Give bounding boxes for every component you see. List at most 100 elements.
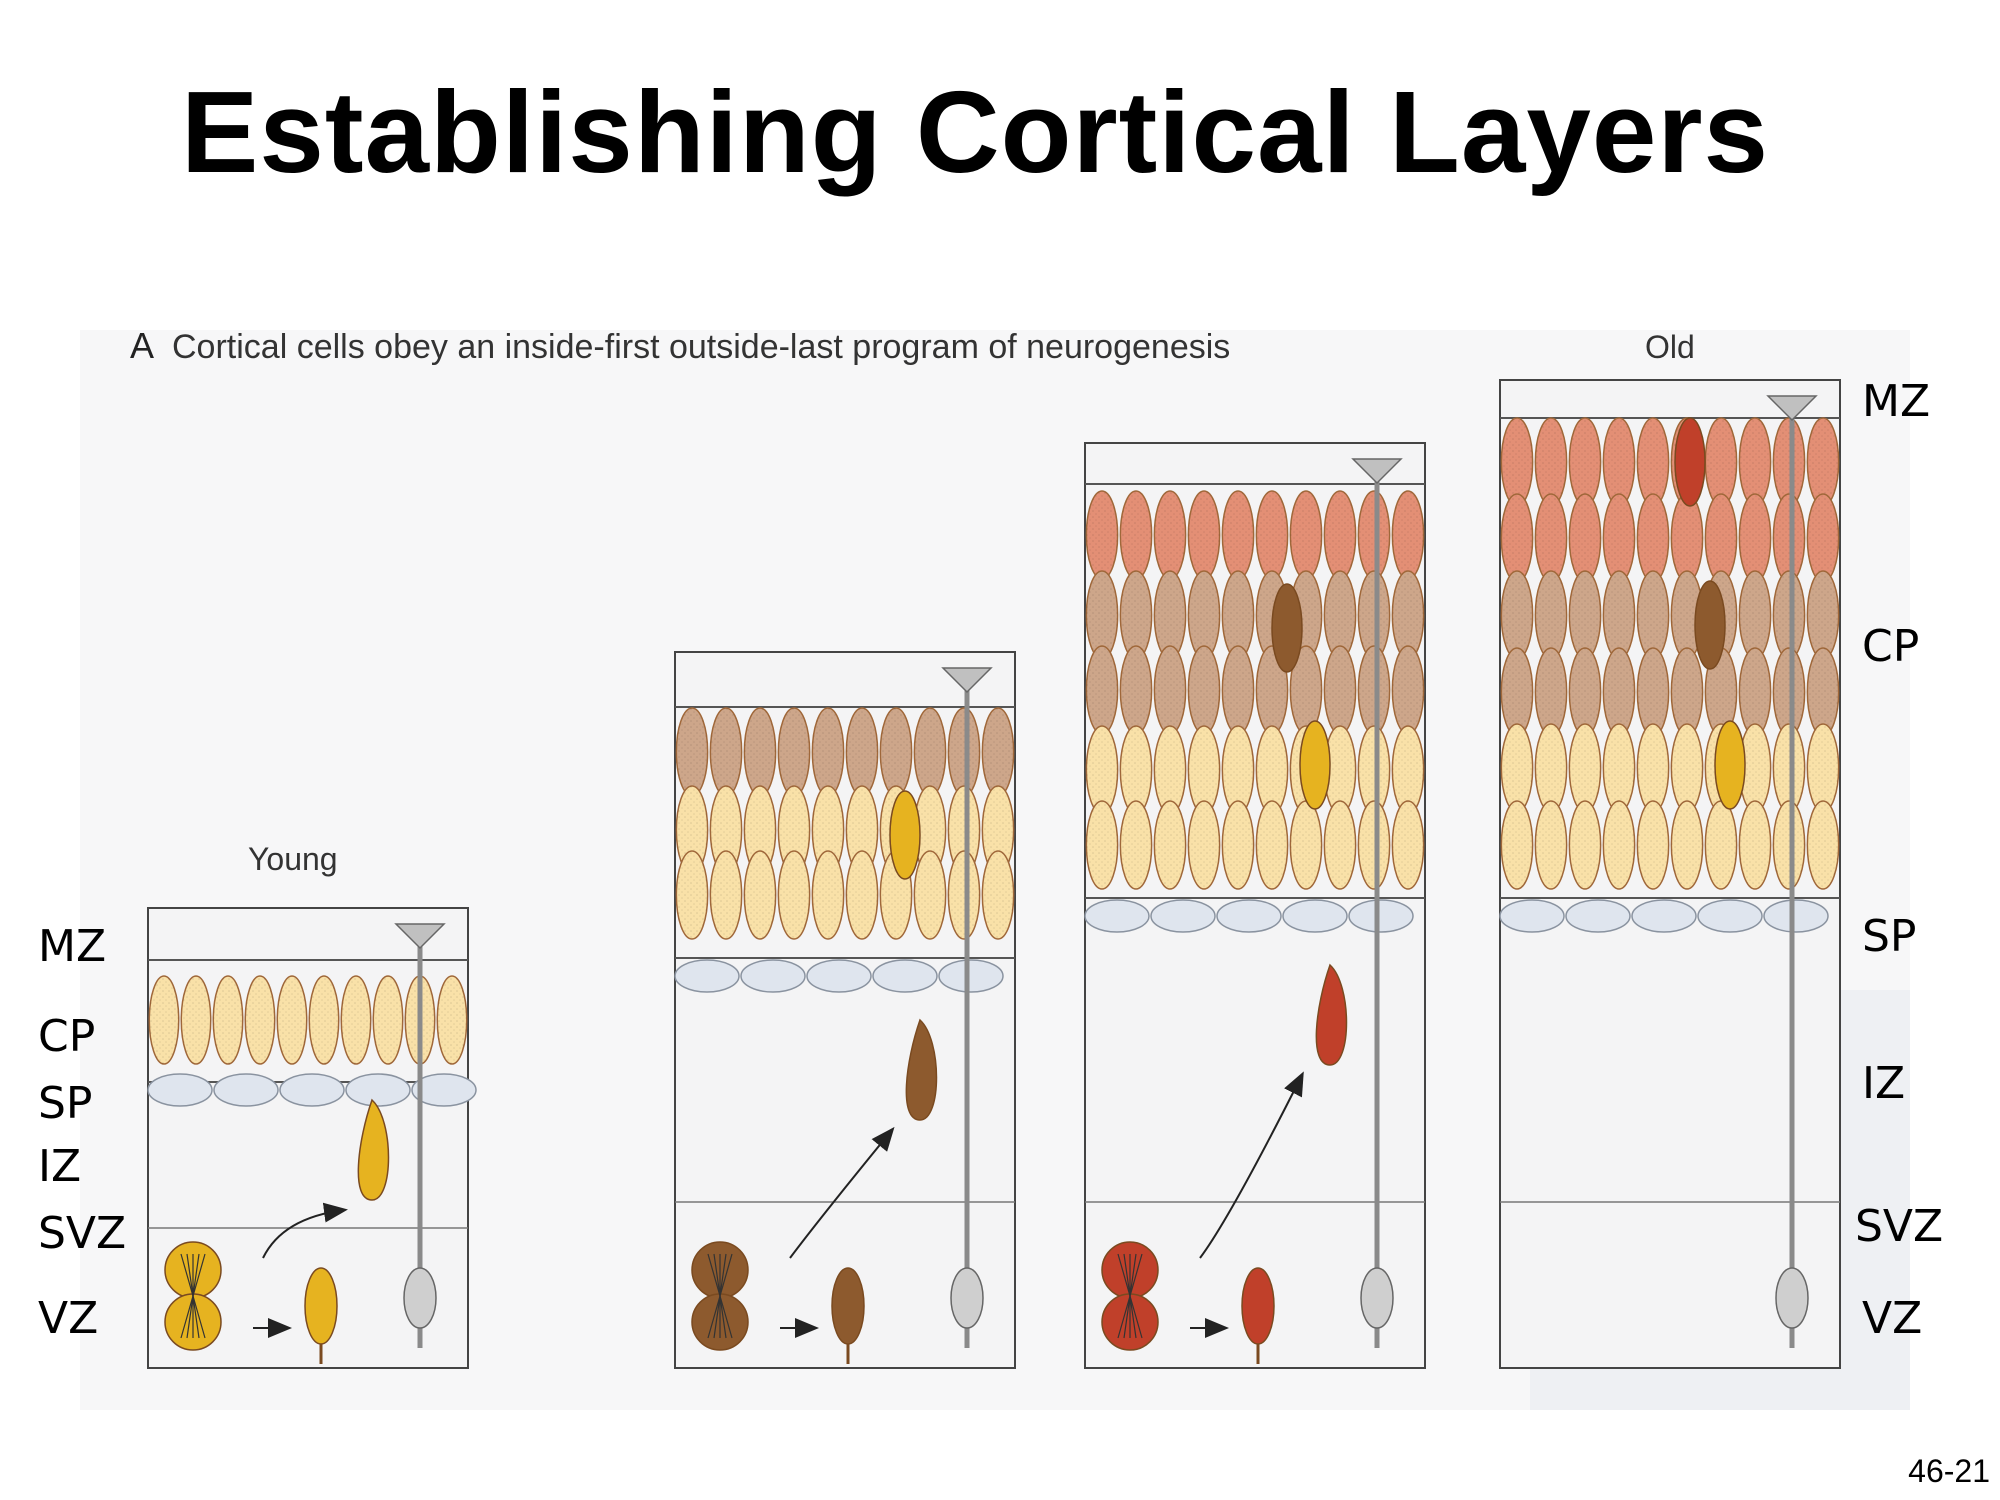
cell-texture xyxy=(1807,571,1839,659)
cell-texture xyxy=(676,851,708,939)
cell-texture xyxy=(1671,801,1703,889)
cell-texture xyxy=(982,786,1014,874)
cell-texture xyxy=(1222,491,1254,579)
zone-label-svz-left: SVZ xyxy=(38,1208,127,1259)
cell-texture xyxy=(1569,801,1601,889)
cell-texture xyxy=(1637,418,1669,506)
zone-label-mz-left: MZ xyxy=(38,921,107,972)
cell-texture xyxy=(948,851,980,939)
cell-texture xyxy=(812,786,844,874)
cell-texture xyxy=(1324,801,1356,889)
cell-texture xyxy=(1773,494,1805,582)
radial-glia-endfoot xyxy=(394,923,446,950)
latest-neuron xyxy=(889,790,921,880)
subplate-cell xyxy=(345,1073,411,1107)
cell-texture xyxy=(1501,494,1533,582)
cell-texture xyxy=(1392,491,1424,579)
cell-texture xyxy=(1086,801,1118,889)
cell-texture xyxy=(1188,726,1220,814)
cell-texture xyxy=(1637,571,1669,659)
cell-texture xyxy=(812,708,844,796)
cell-texture xyxy=(710,786,742,874)
cell-texture xyxy=(1392,726,1424,814)
latest-neuron xyxy=(1714,720,1746,810)
cell-texture xyxy=(1739,648,1771,736)
cell-texture xyxy=(1324,646,1356,734)
subplate-cell xyxy=(1697,899,1763,933)
cell-texture xyxy=(309,976,339,1064)
subplate-cell xyxy=(1216,899,1282,933)
stage-2 xyxy=(674,651,1016,1369)
latest-neuron xyxy=(1271,583,1303,673)
subplate-cell xyxy=(1282,899,1348,933)
radial-glia-soma xyxy=(403,1267,437,1329)
cell-texture xyxy=(1392,571,1424,659)
cell-texture xyxy=(1188,646,1220,734)
cell-texture xyxy=(710,851,742,939)
cell-texture xyxy=(1086,571,1118,659)
cell-texture xyxy=(1705,418,1737,506)
cell-texture xyxy=(1671,648,1703,736)
cell-texture xyxy=(1222,726,1254,814)
radial-glia-endfoot xyxy=(1351,458,1403,485)
daughter-neuron xyxy=(1241,1267,1275,1345)
cell-texture xyxy=(1773,571,1805,659)
cell-texture xyxy=(437,976,467,1064)
cell-texture xyxy=(1807,494,1839,582)
subplate-cell xyxy=(1084,899,1150,933)
cell-texture xyxy=(1392,646,1424,734)
cell-texture xyxy=(948,708,980,796)
cell-texture xyxy=(1120,491,1152,579)
cell-texture xyxy=(1358,801,1390,889)
cell-texture xyxy=(982,851,1014,939)
migration-arrow xyxy=(262,1202,348,1259)
old-label: Old xyxy=(1645,329,1695,365)
cell-texture xyxy=(1535,418,1567,506)
zone-label-iz-left: IZ xyxy=(38,1141,82,1192)
cell-texture xyxy=(1637,801,1669,889)
cell-texture xyxy=(1154,801,1186,889)
subplate-cell xyxy=(1763,899,1829,933)
cell-texture xyxy=(1290,491,1322,579)
cell-texture xyxy=(1569,494,1601,582)
cell-texture xyxy=(744,786,776,874)
cell-texture xyxy=(846,708,878,796)
cell-texture xyxy=(880,708,912,796)
cell-texture xyxy=(744,851,776,939)
cell-texture xyxy=(1739,494,1771,582)
migrating-neuron xyxy=(1315,963,1348,1066)
cell-texture xyxy=(1501,801,1533,889)
cell-texture xyxy=(1807,648,1839,736)
figure-caption: Cortical cells obey an inside-first outs… xyxy=(172,328,1230,366)
cell-texture xyxy=(812,851,844,939)
subplate-cell xyxy=(740,959,806,993)
cell-texture xyxy=(1671,724,1703,812)
cell-texture xyxy=(1501,648,1533,736)
zone-label-iz-right: IZ xyxy=(1862,1058,1906,1109)
radial-glia-soma xyxy=(1360,1267,1394,1329)
cell-texture xyxy=(1501,724,1533,812)
cell-texture xyxy=(914,786,946,874)
cell-texture xyxy=(1188,491,1220,579)
zone-label-vz-left: VZ xyxy=(38,1293,99,1344)
cell-texture xyxy=(1154,491,1186,579)
cell-texture xyxy=(1188,571,1220,659)
cell-texture xyxy=(710,708,742,796)
cell-texture xyxy=(1773,801,1805,889)
cell-texture xyxy=(1569,571,1601,659)
cell-texture xyxy=(1358,726,1390,814)
latest-neuron xyxy=(1694,580,1726,670)
cell-texture xyxy=(1256,726,1288,814)
cell-texture xyxy=(778,708,810,796)
cell-texture xyxy=(982,708,1014,796)
stage-4 xyxy=(1499,379,1841,1369)
panel-letter: A xyxy=(130,325,154,366)
cell-texture xyxy=(1501,418,1533,506)
cell-texture xyxy=(213,976,243,1064)
zone-label-sp-left: SP xyxy=(38,1078,93,1129)
migration-arrow xyxy=(789,1126,895,1259)
zone-label-vz-right: VZ xyxy=(1862,1293,1923,1344)
cell-texture xyxy=(1739,801,1771,889)
cell-texture xyxy=(1807,418,1839,506)
migrating-neuron xyxy=(905,1018,938,1121)
